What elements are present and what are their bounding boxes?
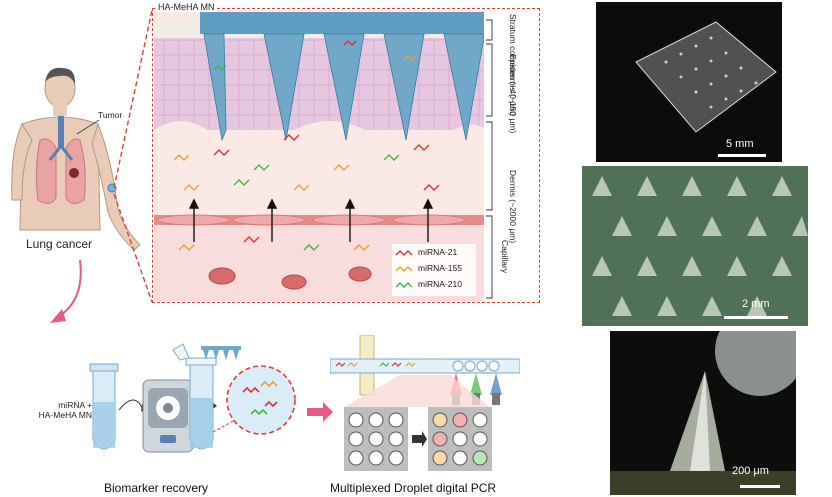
recovery-caption: Biomarker recovery <box>104 481 209 495</box>
photo-patch: 5 mm <box>596 2 782 162</box>
tumor-icon <box>69 168 79 178</box>
legend-label-mir21: miRNA-21 <box>418 247 458 257</box>
scale-label-array: 2 mm <box>742 298 770 310</box>
pcr-caption: Multiplexed Droplet digital PCR <box>330 481 497 495</box>
zoom-lines <box>113 9 153 303</box>
scale-label-patch: 5 mm <box>726 138 754 150</box>
scale-bar-needle <box>740 485 780 488</box>
mn-label: HA-MeHA MN <box>156 2 217 12</box>
skin-panel-border <box>152 8 540 303</box>
recovery-illustration <box>89 343 333 453</box>
scale-label-needle: 200 μm <box>732 465 769 477</box>
ddpcr-illustration <box>330 335 520 471</box>
tumor-pointer-line <box>76 119 100 135</box>
legend-label-mir210: miRNA-210 <box>418 279 462 289</box>
flow-arrow-down <box>50 259 82 323</box>
photo-needle: 200 μm <box>610 331 796 495</box>
tumor-label: Tumor <box>98 110 123 120</box>
layer-label-capillary: Capillary <box>500 240 510 274</box>
human-figure <box>11 67 140 251</box>
sample-label: miRNA + HA-MeHA MN <box>38 400 92 420</box>
photo-array: 2 mm <box>582 166 808 326</box>
scale-bar-array <box>724 316 788 319</box>
skin-cross-section <box>154 10 484 301</box>
scale-bar-patch <box>718 154 766 157</box>
layer-brackets <box>486 19 493 299</box>
layer-label-epidermis: Epidermis (~150 μm) <box>508 54 518 134</box>
patient-label: Lung cancer <box>26 237 93 251</box>
legend-label-mir155: miRNA-155 <box>418 263 462 273</box>
layer-label-dermis: Dermis (~2000 μm) <box>508 170 518 244</box>
